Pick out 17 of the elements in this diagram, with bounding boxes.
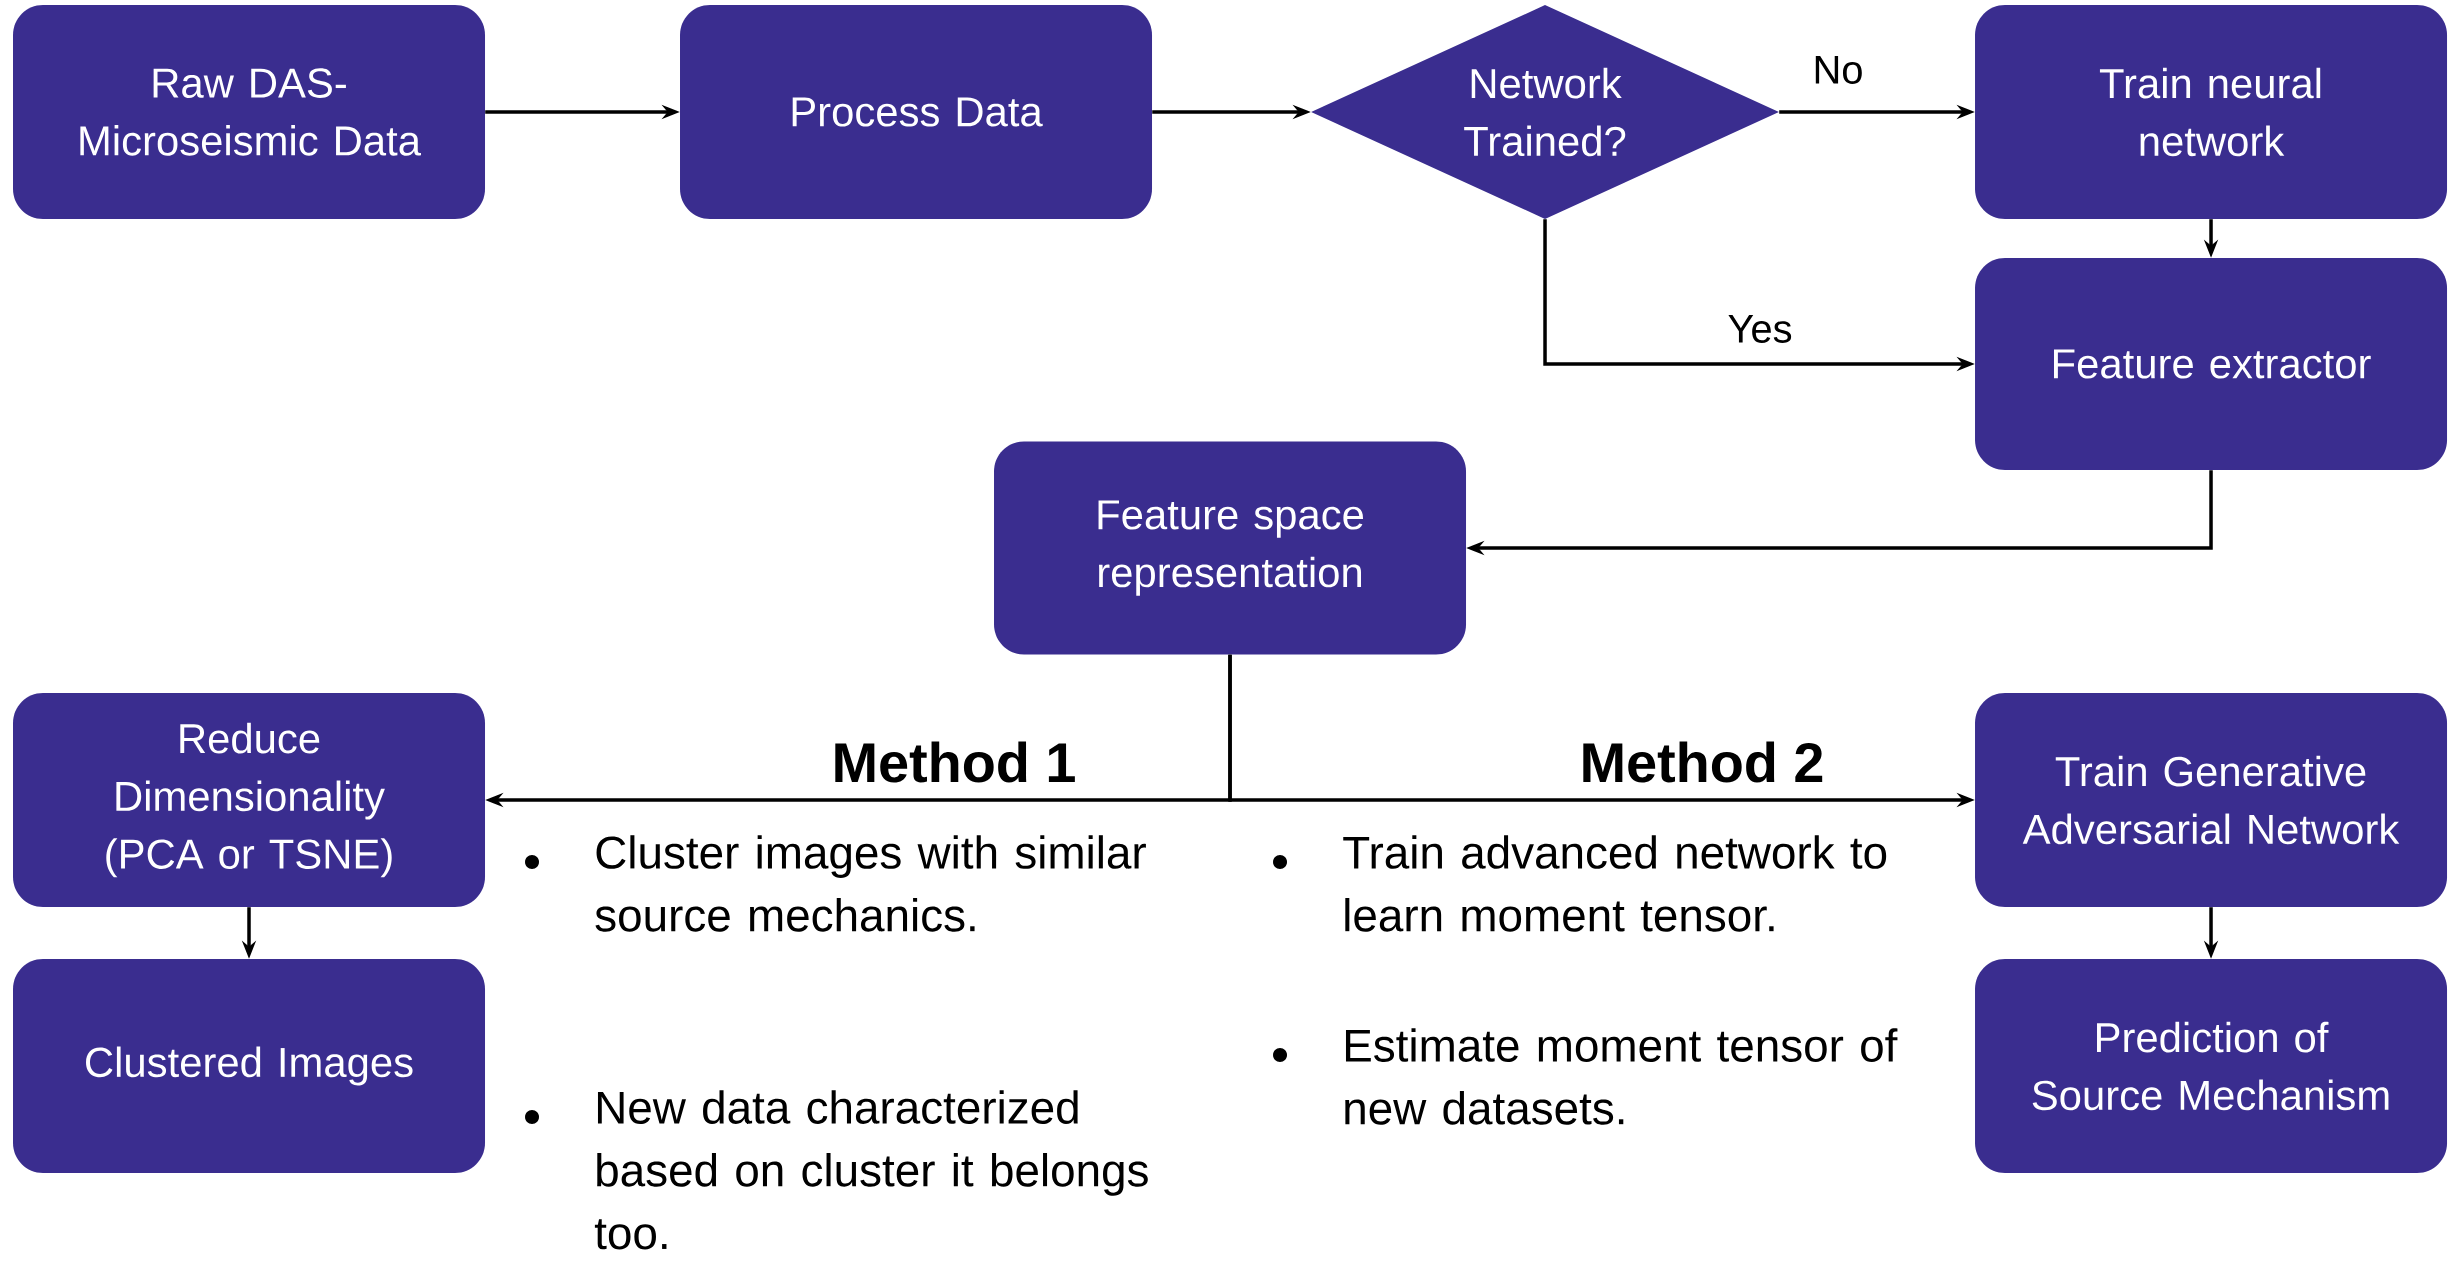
process-box: Raw DAS-Microseismic Data — [13, 5, 485, 219]
bullet-text: Cluster images with similar source mechanics. — [595, 835, 1146, 932]
process-box: Train Generative Adversarial Network — [1975, 693, 2448, 907]
process-box: Reduce Dimensionality (PCA or TSNE) — [13, 693, 485, 907]
bullet-text: Train advanced network to learn moment tensor. — [1343, 835, 1887, 932]
bullet-text: New data characterized based on cluster it belongs too. — [594, 1090, 1148, 1250]
edge-label: Yes — [1728, 315, 1792, 343]
edge-label: Method 1 — [835, 741, 1075, 783]
process-box: Feature space representation — [994, 441, 1466, 655]
process-box: Train neural network — [1975, 5, 2448, 219]
process-box: Process Data — [680, 5, 1152, 219]
bullet-text: Estimate moment tensor of new datasets. — [1345, 1028, 1898, 1125]
process-box: Feature extractor — [1975, 258, 2448, 470]
edge-label: No — [1815, 56, 1862, 84]
process-box: Prediction of Source Mechanism — [1975, 959, 2448, 1173]
edge-label: Method 2 — [1583, 741, 1823, 783]
process-box: Clustered Images — [13, 959, 485, 1173]
